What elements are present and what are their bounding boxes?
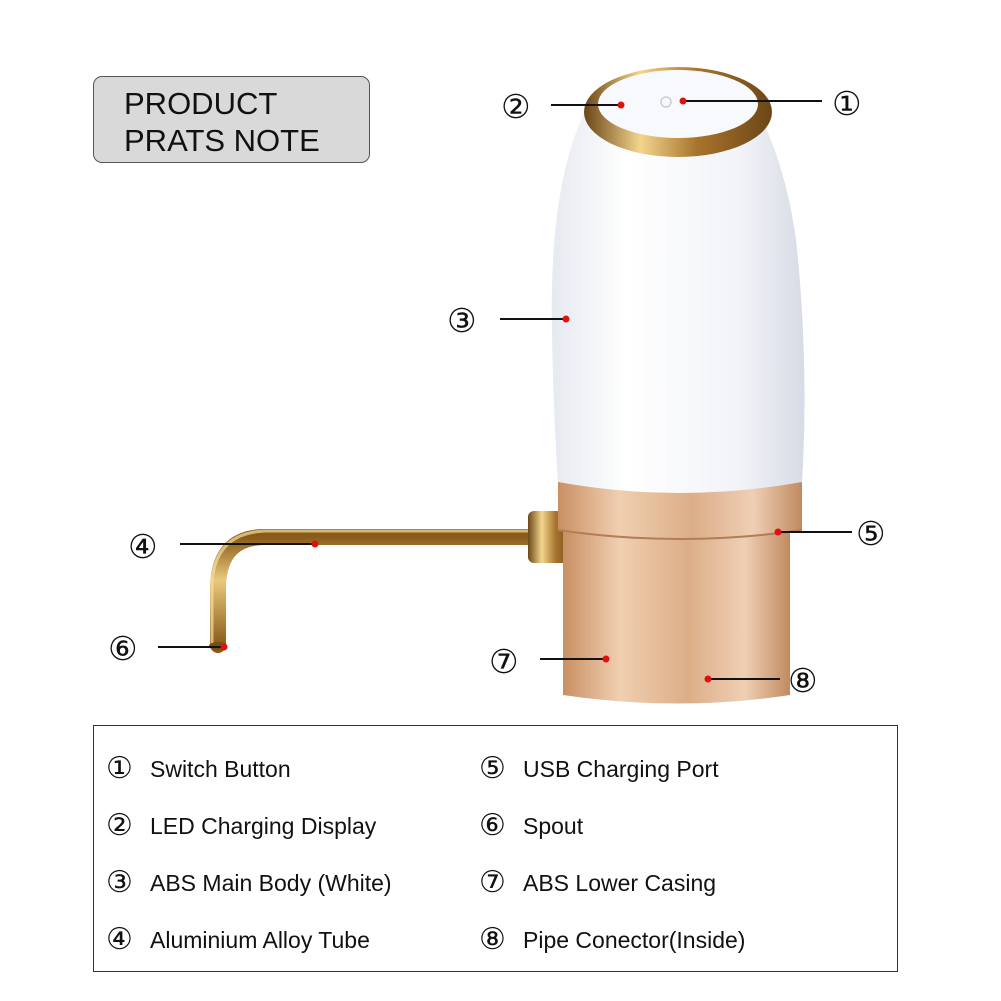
- legend-num-5: ⑤: [479, 751, 506, 786]
- product-diagram: ① ② ③ ④ ⑤ ⑥ ⑦ ⑧: [108, 67, 886, 704]
- title-line-2: PRATS NOTE: [124, 123, 320, 158]
- legend-num-1: ①: [106, 751, 133, 786]
- legend-text-6: Spout: [523, 812, 584, 839]
- legend-num-4: ④: [106, 922, 133, 957]
- legend-text-1: Switch Button: [150, 755, 291, 782]
- spout-tube: [210, 529, 543, 653]
- legend-num-8: ⑧: [479, 922, 506, 957]
- legend-text-7: ABS Lower Casing: [523, 869, 717, 896]
- callout-4: ④: [128, 527, 158, 566]
- legend-num-7: ⑦: [479, 865, 506, 900]
- callout-6: ⑥: [108, 629, 138, 668]
- main-body: [551, 110, 805, 493]
- title-box: PRODUCT PRATS NOTE: [93, 76, 370, 163]
- legend-item-4: ④ Aluminium Alloy Tube: [106, 925, 370, 955]
- callout-7: ⑦: [489, 642, 519, 681]
- title-line-1: PRODUCT: [124, 86, 278, 121]
- legend-box: ① Switch Button ② LED Charging Display ③…: [93, 725, 898, 972]
- power-icon: [660, 96, 672, 108]
- legend-item-6: ⑥ Spout: [479, 811, 583, 841]
- leader-lines: [158, 100, 852, 680]
- legend-item-5: ⑤ USB Charging Port: [479, 754, 719, 784]
- callout-8: ⑧: [788, 661, 818, 700]
- legend-item-8: ⑧ Pipe Conector(Inside): [479, 925, 745, 955]
- legend-text-4: Aluminium Alloy Tube: [150, 926, 370, 953]
- legend-item-2: ② LED Charging Display: [106, 811, 376, 841]
- legend-text-2: LED Charging Display: [150, 812, 377, 839]
- callout-3: ③: [447, 301, 477, 340]
- callout-2: ②: [501, 87, 531, 126]
- legend-text-5: USB Charging Port: [523, 755, 719, 782]
- gold-collar: [558, 478, 802, 539]
- legend-item-7: ⑦ ABS Lower Casing: [479, 868, 716, 898]
- callout-5: ⑤: [856, 514, 886, 553]
- legend-item-3: ③ ABS Main Body (White): [106, 868, 392, 898]
- top-face: [598, 70, 758, 138]
- legend-item-1: ① Switch Button: [106, 754, 291, 784]
- marker-dots: [220, 97, 782, 683]
- legend-num-2: ②: [106, 808, 133, 843]
- legend-text-3: ABS Main Body (White): [150, 869, 392, 896]
- legend-num-6: ⑥: [479, 808, 506, 843]
- lower-casing: [563, 520, 790, 704]
- legend-text-8: Pipe Conector(Inside): [523, 926, 746, 953]
- legend-num-3: ③: [106, 865, 133, 900]
- callout-1: ①: [832, 84, 862, 123]
